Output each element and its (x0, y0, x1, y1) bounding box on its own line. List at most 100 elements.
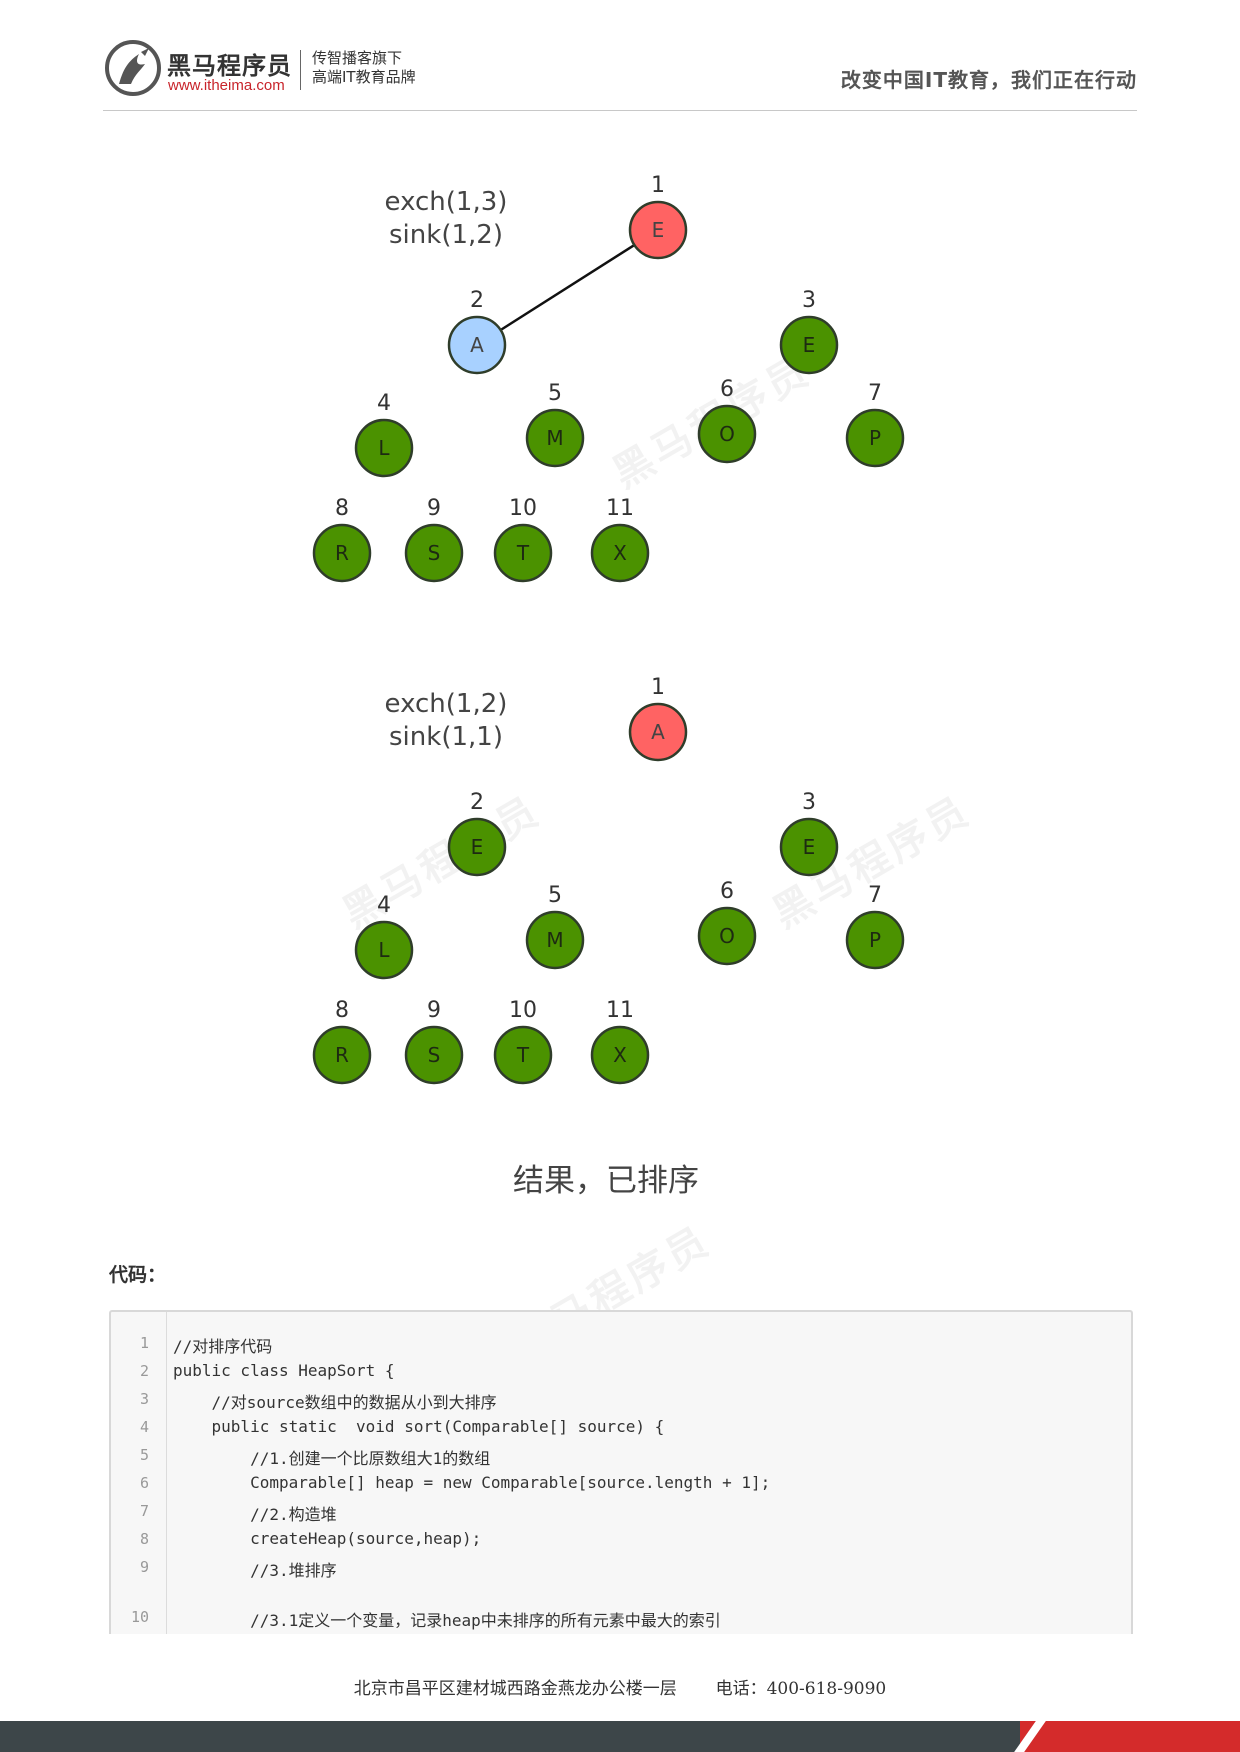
node-circle (447, 315, 507, 375)
node-circle (493, 1025, 553, 1085)
node-value: A (470, 333, 484, 357)
line-number-gutter (111, 1312, 167, 1634)
node-circle (845, 910, 905, 970)
code-text: Comparable[] heap = new Comparable[sourc… (173, 1473, 771, 1492)
line-number: 10 (130, 1608, 149, 1626)
node-circle (590, 1025, 650, 1085)
node-value: P (869, 928, 881, 952)
result-caption: 结果，已排序 (513, 1163, 699, 1199)
node-index: 2 (470, 288, 484, 313)
node-value: R (335, 1043, 349, 1067)
node-value: R (335, 541, 349, 565)
brand-url[interactable]: www.itheima.com (168, 77, 285, 94)
node-circle (697, 404, 757, 464)
code-line: 6 Comparable[] heap = new Comparable[sou… (111, 1470, 1131, 1498)
heap-node: L4 (354, 391, 414, 478)
code-block[interactable]: 1 //对排序代码 2 public class HeapSort { 3 //… (109, 1310, 1133, 1634)
node-value: S (428, 1043, 441, 1067)
code-line: 4 public static void sort(Comparable[] s… (111, 1414, 1131, 1442)
heap-node: E3 (779, 288, 839, 375)
node-index: 5 (548, 381, 562, 406)
node-value: L (378, 436, 390, 460)
node-index: 8 (335, 998, 349, 1023)
node-index: 6 (720, 879, 734, 904)
tree-edge (476, 228, 659, 347)
heap-node: E3 (779, 790, 839, 877)
heap-node: P7 (845, 381, 905, 468)
node-value: M (546, 928, 563, 952)
code-text: //3.堆排序 (173, 1561, 337, 1580)
heap-node: O6 (697, 879, 757, 966)
node-value: O (719, 924, 735, 948)
line-number: 4 (139, 1418, 149, 1436)
node-value: A (651, 720, 665, 744)
node-index: 7 (868, 883, 882, 908)
node-index: 10 (509, 998, 537, 1023)
node-circle (447, 817, 507, 877)
node-value: P (869, 426, 881, 450)
line-number: 5 (139, 1446, 149, 1464)
operation-label: sink(1,2) (389, 220, 503, 250)
code-line: 7 //2.构造堆 (111, 1498, 1131, 1526)
code-text: public class HeapSort { (173, 1361, 395, 1380)
node-value: M (546, 426, 563, 450)
node-circle (845, 408, 905, 468)
heap-node: S9 (404, 496, 464, 583)
code-text: //对排序代码 (173, 1337, 273, 1356)
node-index: 7 (868, 381, 882, 406)
code-line: 8 createHeap(source,heap); (111, 1526, 1131, 1554)
brand-name: 黑马程序员 (167, 52, 292, 80)
node-value: E (652, 218, 665, 242)
node-value: E (803, 333, 816, 357)
horse-logo-icon (105, 40, 161, 96)
code-line: 2 public class HeapSort { (111, 1358, 1131, 1386)
heap-node: X11 (590, 998, 650, 1085)
line-number: 2 (139, 1362, 149, 1380)
node-value: O (719, 422, 735, 446)
heap-node: X 11 (590, 496, 650, 583)
node-index: 11 (606, 496, 634, 521)
node-circle (493, 523, 553, 583)
footer-accent (1020, 1721, 1240, 1752)
node-circle (312, 1025, 372, 1085)
heap-tree-1: exch(1,3)sink(1,2)E1A2E3L4M5O6P7R8S9T10X… (312, 173, 905, 583)
line-number: 3 (139, 1390, 149, 1408)
heap-node: L4 (354, 893, 414, 980)
heap-node: R8 (312, 998, 372, 1085)
line-number: 1 (139, 1334, 149, 1352)
heap-node: O6 (697, 377, 757, 464)
node-value: X (613, 1043, 627, 1067)
code-text: //对source数组中的数据从小到大排序 (173, 1393, 497, 1412)
heap-node: P7 (845, 883, 905, 970)
tagline-line2: 高端IT教育品牌 (312, 68, 416, 86)
heap-node: M5 (525, 381, 585, 468)
node-index: 8 (335, 496, 349, 521)
footer-bar (0, 1721, 1240, 1752)
footer-contact: 北京市昌平区建材城西路金燕龙办公楼一层 电话：400-618-9090 (0, 1674, 1240, 1699)
heap-node: E1 (628, 173, 688, 260)
code-text: //2.构造堆 (173, 1505, 337, 1524)
node-value: E (803, 835, 816, 859)
node-circle (779, 817, 839, 877)
node-value: L (378, 938, 390, 962)
operation-label: exch(1,3) (385, 187, 508, 217)
node-index: 4 (377, 893, 391, 918)
node-value: T (516, 541, 530, 565)
code-line: 1 //对排序代码 (111, 1330, 1131, 1358)
code-line: 3 //对source数组中的数据从小到大排序 (111, 1386, 1131, 1414)
heap-node: T10 (493, 998, 553, 1085)
code-text: //1.创建一个比原数组大1的数组 (173, 1449, 491, 1468)
heap-node: S9 (404, 998, 464, 1085)
line-number: 8 (139, 1530, 149, 1548)
operation-label: sink(1,1) (389, 722, 503, 752)
node-index: 3 (802, 288, 816, 313)
node-circle (779, 315, 839, 375)
node-index: 4 (377, 391, 391, 416)
code-line: 5 //1.创建一个比原数组大1的数组 (111, 1442, 1131, 1470)
heap-node: A1 (628, 675, 688, 762)
node-index: 1 (651, 675, 665, 700)
code-line: 9 //3.堆排序 (111, 1554, 1131, 1582)
node-value: X (613, 541, 627, 565)
node-index: 9 (427, 496, 441, 521)
